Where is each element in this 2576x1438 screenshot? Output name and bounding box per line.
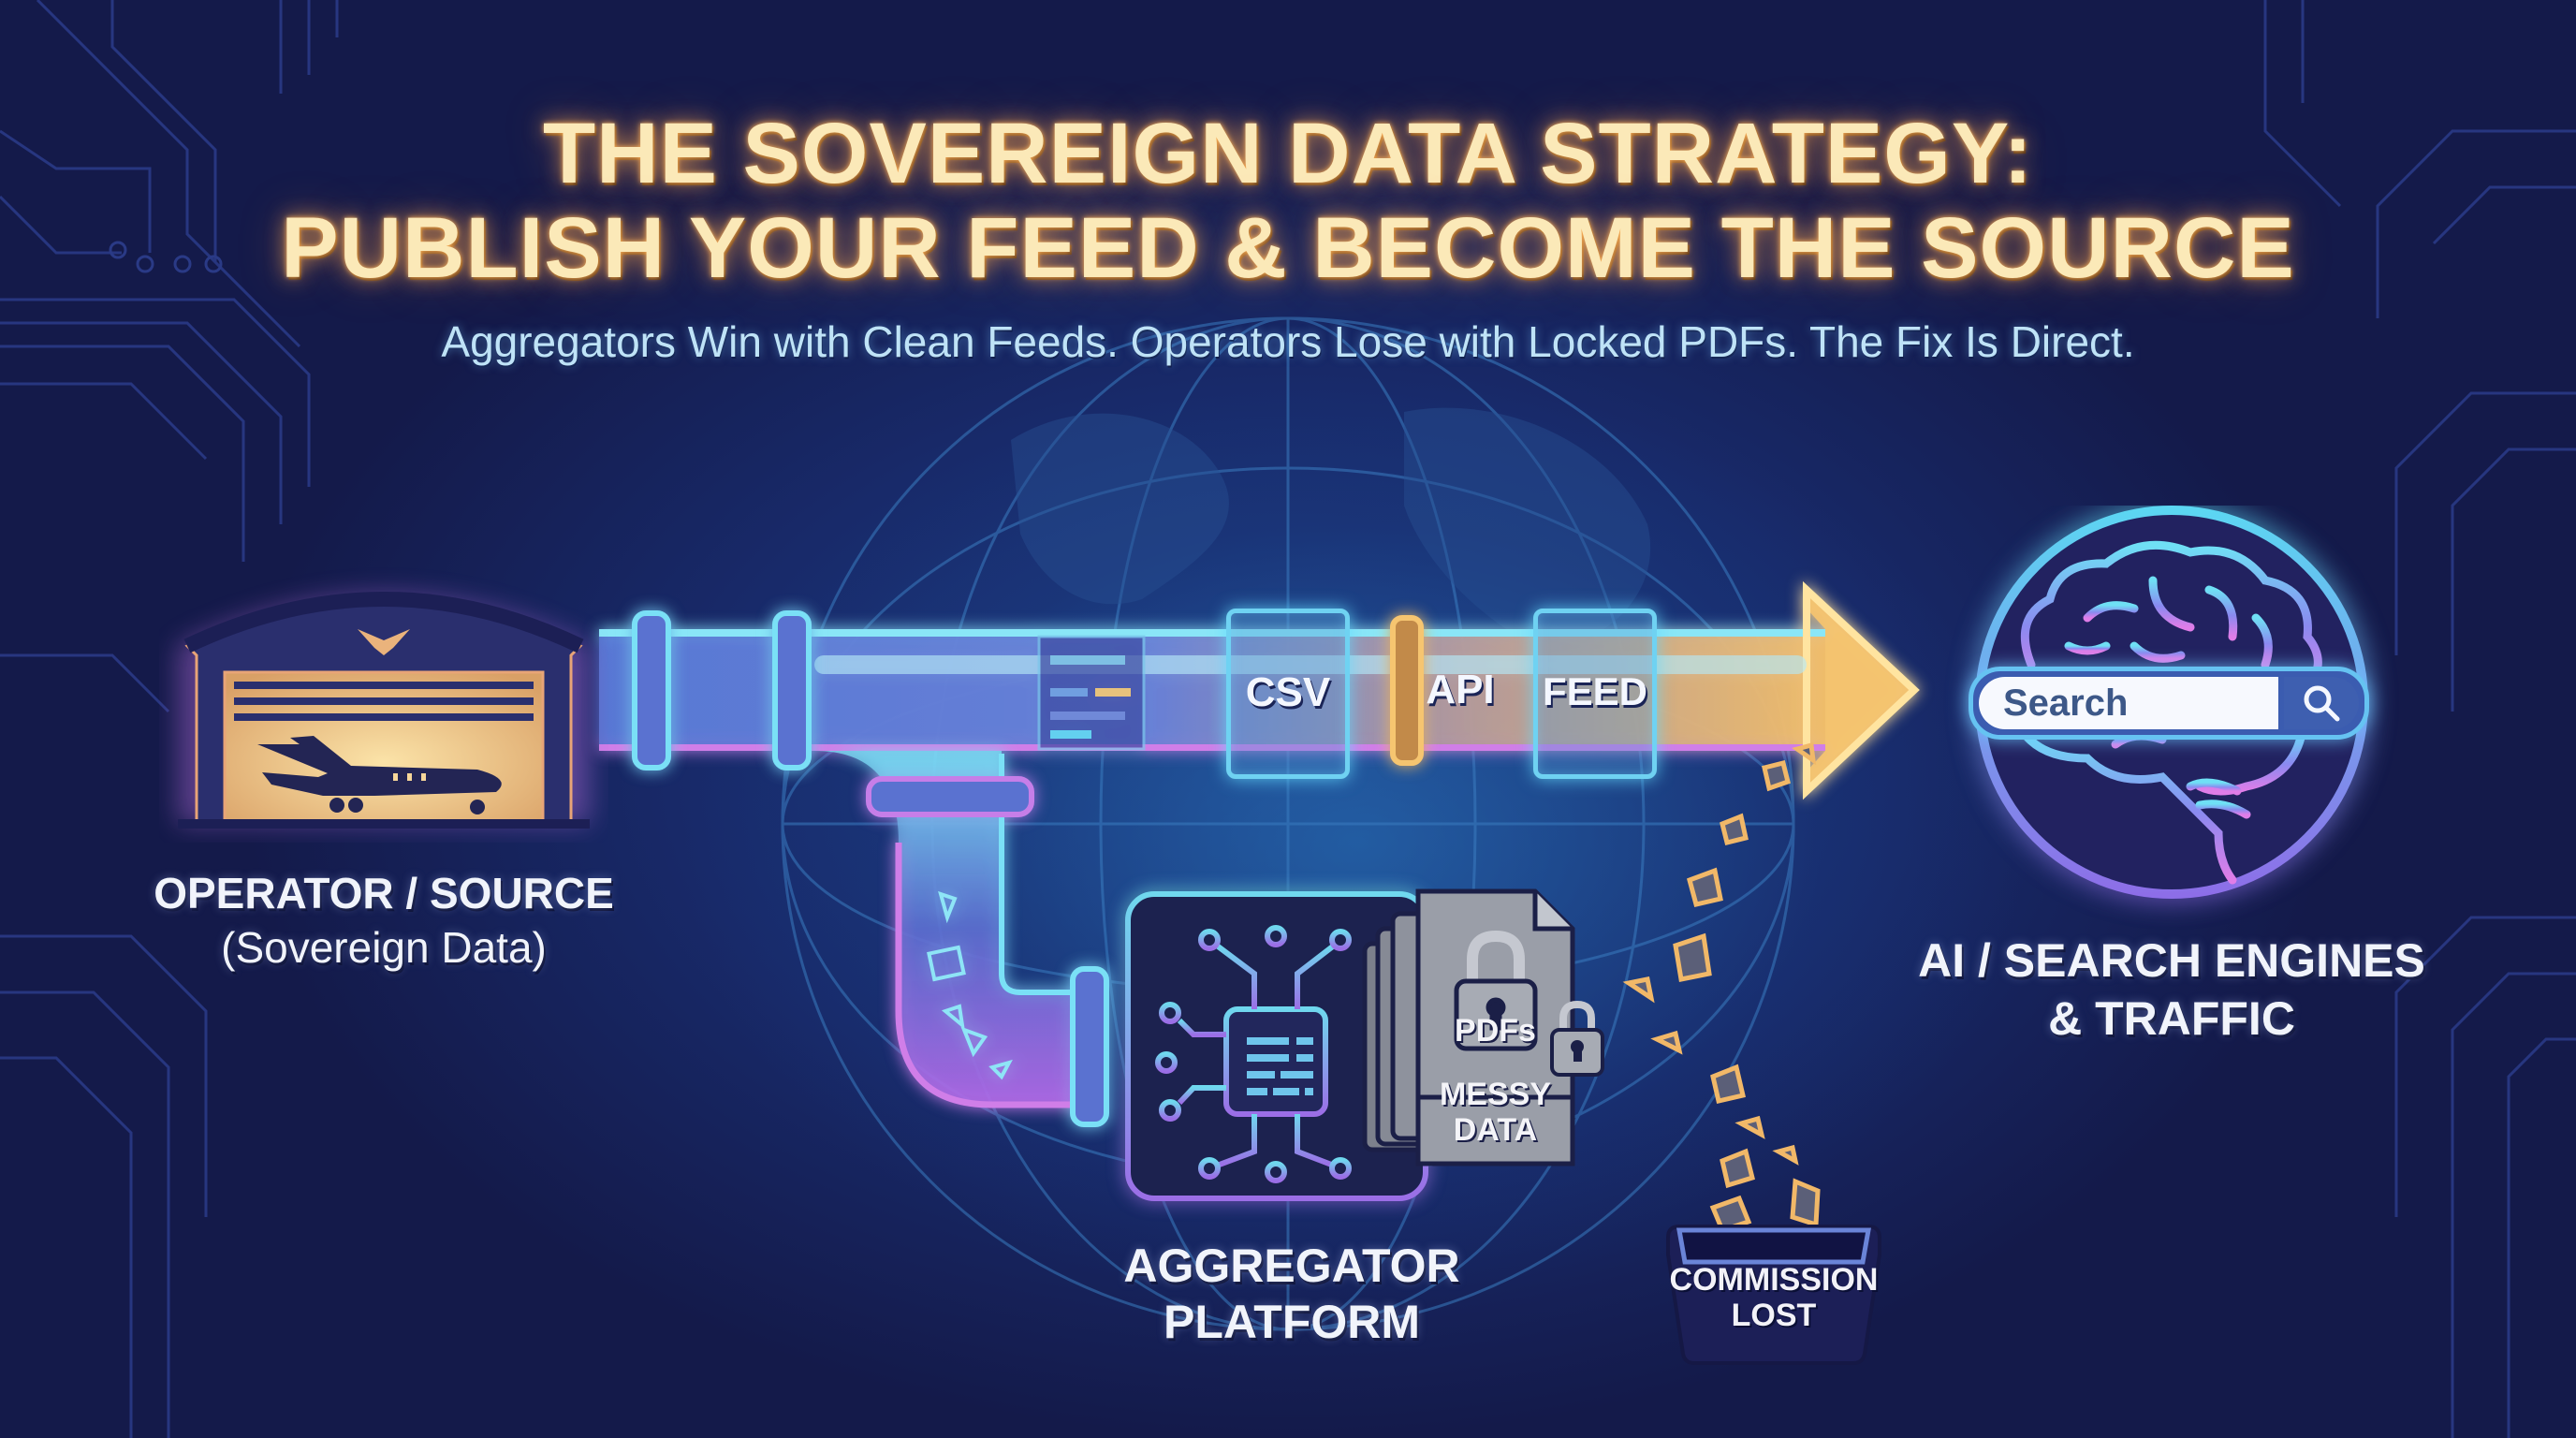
data-label: DATA [1453,1112,1538,1148]
commission-lost-label: COMMISSION LOST [1657,1262,1891,1333]
aggregator-label: AGGREGATOR PLATFORM [1058,1238,1526,1350]
subtitle: Aggregators Win with Clean Feeds. Operat… [441,317,2135,366]
pdfs-label: PDFs [1455,1013,1536,1049]
messy-label: MESSY [1439,1077,1552,1112]
aggregator-title: AGGREGATOR [1123,1240,1460,1292]
csv-document-chip: CSV [1226,609,1350,779]
title-line-2: PUBLISH YOUR FEED & BECOME THE SOURCE [281,200,2295,296]
title-line-1: THE SOVEREIGN DATA STRATEGY: [542,106,2034,201]
search-bar[interactable] [1969,667,2369,740]
operator-label: OPERATOR / SOURCE (Sovereign Data) [84,866,683,975]
aggregator-subtitle: PLATFORM [1163,1296,1421,1348]
ai-search-subtitle: & TRAFFIC [2048,992,2295,1045]
csv-label: CSV [1245,669,1331,715]
feed-document-chip: FEED [1533,609,1657,779]
bin-icon [1666,1225,1881,1365]
ai-search-label: AI / SEARCH ENGINES & TRAFFIC [1872,932,2471,1048]
operator-subtitle: (Sovereign Data) [221,923,547,972]
aggregator-platform-icon [1125,888,1604,1201]
hangar-with-jet-icon [178,592,590,829]
messy-data-label: MESSY DATA [1418,1077,1573,1148]
search-input[interactable] [1979,677,2278,729]
operator-title: OPERATOR / SOURCE [154,869,614,917]
magnifier-icon [2304,685,2340,722]
api-label: API [1426,667,1495,712]
ai-search-title: AI / SEARCH ENGINES [1918,934,2425,987]
lost-label: LOST [1731,1298,1817,1333]
search-button[interactable] [2284,677,2359,729]
commission-label: COMMISSION [1669,1262,1879,1298]
feed-label: FEED [1542,669,1647,713]
